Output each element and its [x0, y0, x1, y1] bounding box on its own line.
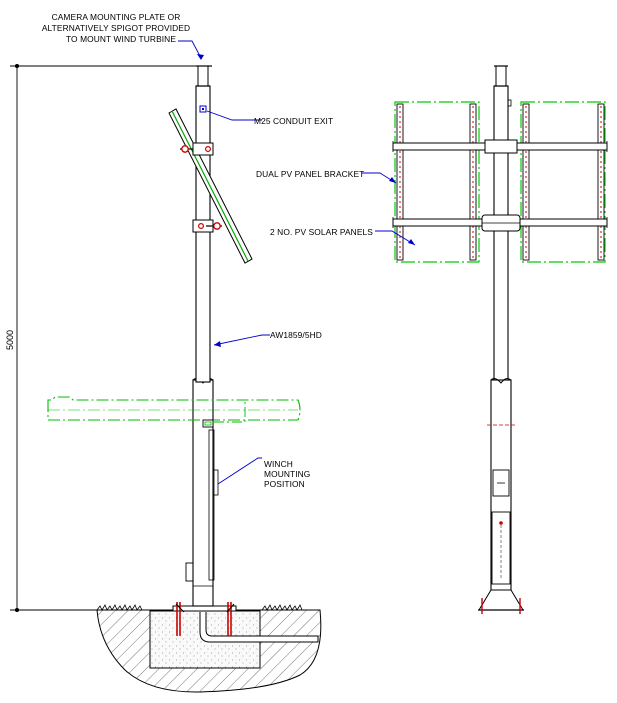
bracket-label: DUAL PV PANEL BRACKET	[256, 169, 364, 179]
winch-bracket	[212, 469, 219, 496]
boom-outline	[47, 396, 301, 428]
access-door	[208, 429, 215, 581]
door-handle	[185, 562, 194, 582]
pole-lower-section	[192, 379, 214, 607]
pv-panel-left	[394, 101, 480, 263]
camera-leader	[178, 40, 202, 59]
rail-bolts	[399, 106, 602, 258]
top-spigot	[197, 65, 209, 87]
camera-label-line3: TO MOUNT WIND TURBINE	[66, 34, 176, 44]
front-base-gussets	[478, 589, 524, 611]
panel-rails	[396, 103, 605, 261]
front-upper-clamp	[484, 139, 518, 154]
conduit-leader	[206, 110, 262, 121]
front-elevation: DUAL PV PANEL BRACKET 2 NO. PV SOLAR PAN…	[256, 65, 608, 614]
winch-label-line3: POSITION	[264, 479, 305, 489]
panels-leader	[375, 230, 416, 246]
front-pole-upper	[493, 85, 509, 383]
front-top-spigot	[495, 65, 507, 87]
height-dimension-text: 5000	[5, 330, 15, 350]
conduit-label: M25 CONDUIT EXIT	[254, 116, 333, 126]
pole-upper-section	[195, 85, 211, 383]
cable-duct	[199, 612, 319, 643]
side-elevation: 5000 CAMERA MOUNTING PLATE OR ALTERNATIV…	[5, 12, 333, 693]
winch-label-line1: WINCH	[264, 459, 293, 469]
winch-label-line2: MOUNTING	[264, 469, 310, 479]
pole-label: AW1859/5HD	[270, 330, 322, 340]
grass-right	[261, 604, 303, 611]
height-dimension	[10, 63, 196, 613]
winch-leader	[217, 457, 262, 485]
pv-panel-right	[520, 101, 606, 263]
grass-left	[96, 604, 143, 611]
camera-label-line1: CAMERA MOUNTING PLATE OR	[52, 12, 181, 22]
panels-label: 2 NO. PV SOLAR PANELS	[270, 227, 373, 237]
camera-label-line2: ALTERNATIVELY SPIGOT PROVIDED	[42, 23, 190, 33]
pole-leader	[213, 334, 270, 346]
